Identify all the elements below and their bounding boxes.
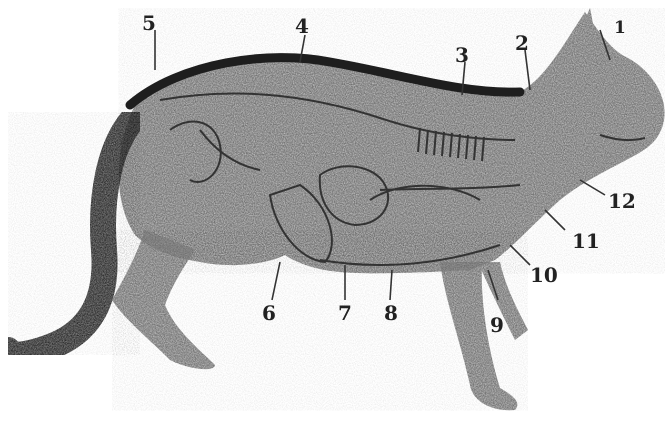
label-5: 5 <box>142 11 156 35</box>
label-7: 7 <box>338 301 352 325</box>
label-11: 11 <box>572 229 600 253</box>
cat-tail <box>8 112 140 355</box>
label-12: 12 <box>608 189 636 213</box>
label-1: 1 <box>614 18 626 38</box>
label-4: 4 <box>295 14 309 38</box>
label-6: 6 <box>262 301 276 325</box>
label-3: 3 <box>455 43 469 67</box>
label-2: 2 <box>515 31 529 55</box>
label-10: 10 <box>530 263 558 287</box>
label-9: 9 <box>490 313 504 337</box>
label-8: 8 <box>384 301 398 325</box>
